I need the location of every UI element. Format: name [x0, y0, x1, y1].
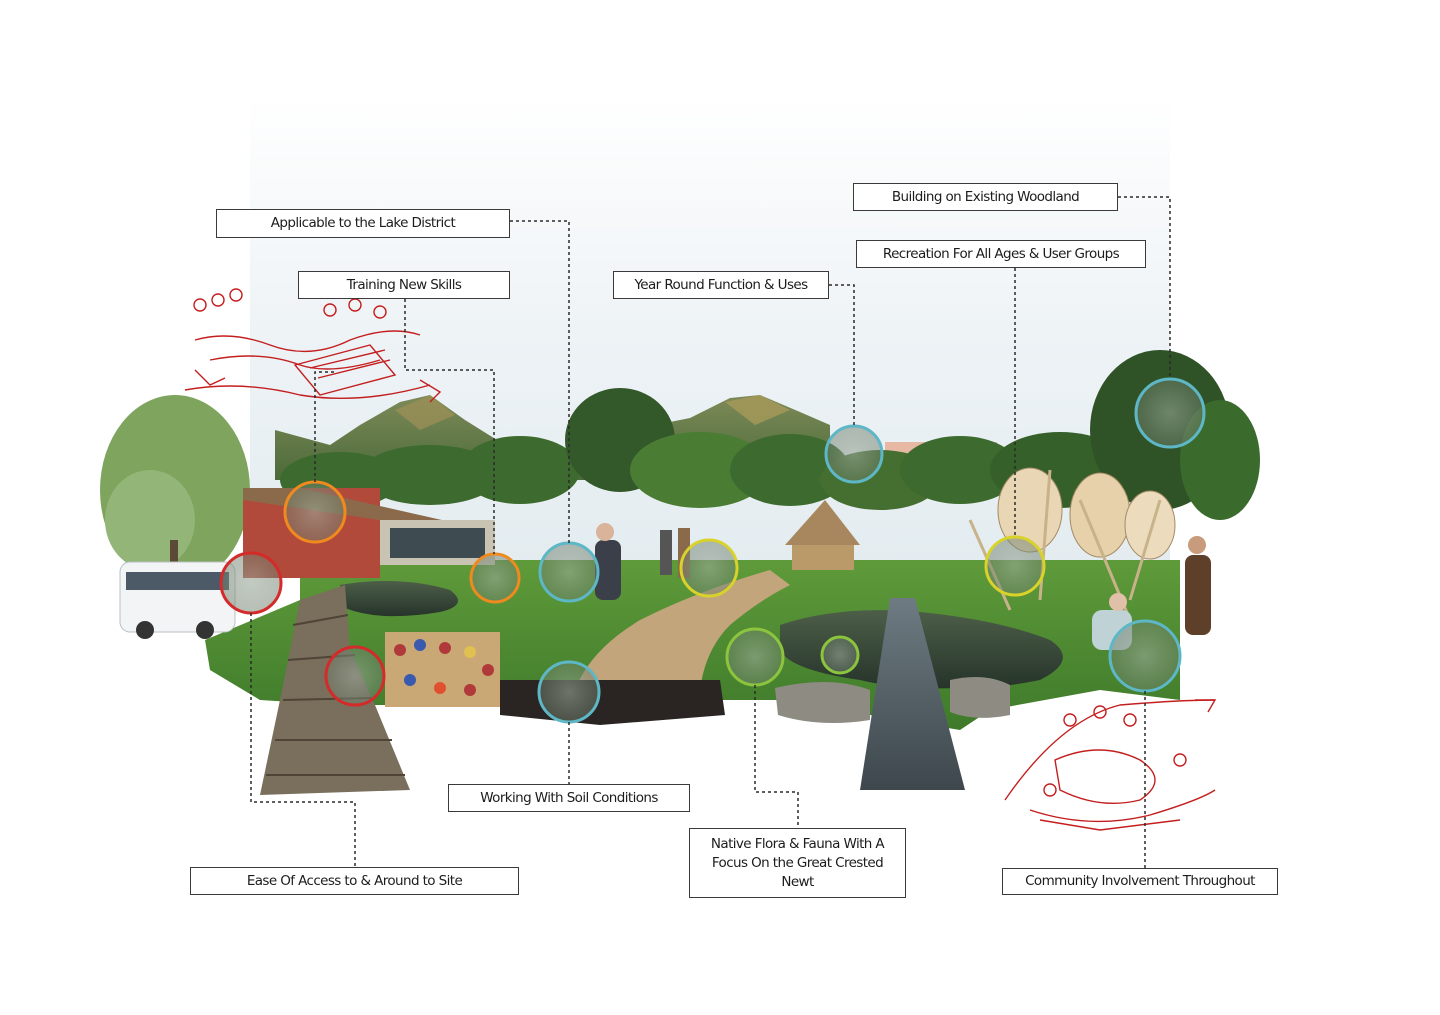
- leader-lines: [250, 196, 1171, 868]
- soil-section: [500, 680, 725, 725]
- ring-community: [1108, 619, 1182, 693]
- callout-soil: Working With Soil Conditions: [448, 784, 690, 812]
- callout-existing-woodland: Building on Existing Woodland: [853, 183, 1118, 211]
- callout-flora-fauna: Native Flora & Fauna With A Focus On the…: [689, 828, 906, 898]
- ring-recreation: [984, 535, 1046, 597]
- ring-flora: [725, 627, 785, 687]
- callout-lake-district: Applicable to the Lake District: [216, 209, 510, 238]
- left-pond: [340, 581, 458, 617]
- highlight-rings: [219, 377, 1206, 724]
- wooden-cabin: [785, 500, 860, 570]
- callout-access: Ease Of Access to & Around to Site: [190, 867, 519, 895]
- site-plan-sketch-top-left: [184, 288, 442, 403]
- grid-walkway: [860, 598, 965, 790]
- ring-year-round: [679, 538, 739, 598]
- ring-training: [283, 480, 347, 544]
- coach-bus: [119, 561, 236, 639]
- gravel-path: [575, 570, 790, 690]
- stone-wall: [775, 681, 870, 724]
- people: [595, 523, 1211, 650]
- left-tree: [100, 395, 250, 630]
- callout-recreation: Recreation For All Ages & User Groups: [856, 240, 1146, 268]
- ring-year-round-trees: [824, 424, 884, 484]
- callout-training: Training New Skills: [298, 271, 510, 299]
- ring-soil: [537, 660, 601, 724]
- site-plan-sketch-bottom-right: [1004, 699, 1217, 831]
- play-pods: [968, 467, 1176, 621]
- ring-training-stones: [469, 552, 521, 604]
- ring-lake-district: [538, 541, 600, 603]
- ring-newt: [820, 635, 860, 675]
- ring-access-boardwalk: [324, 645, 386, 707]
- ring-access-bus: [219, 551, 283, 615]
- callout-community: Community Involvement Throughout: [1002, 868, 1278, 895]
- callout-year-round: Year Round Function & Uses: [613, 271, 829, 299]
- ring-woodland: [1134, 377, 1206, 449]
